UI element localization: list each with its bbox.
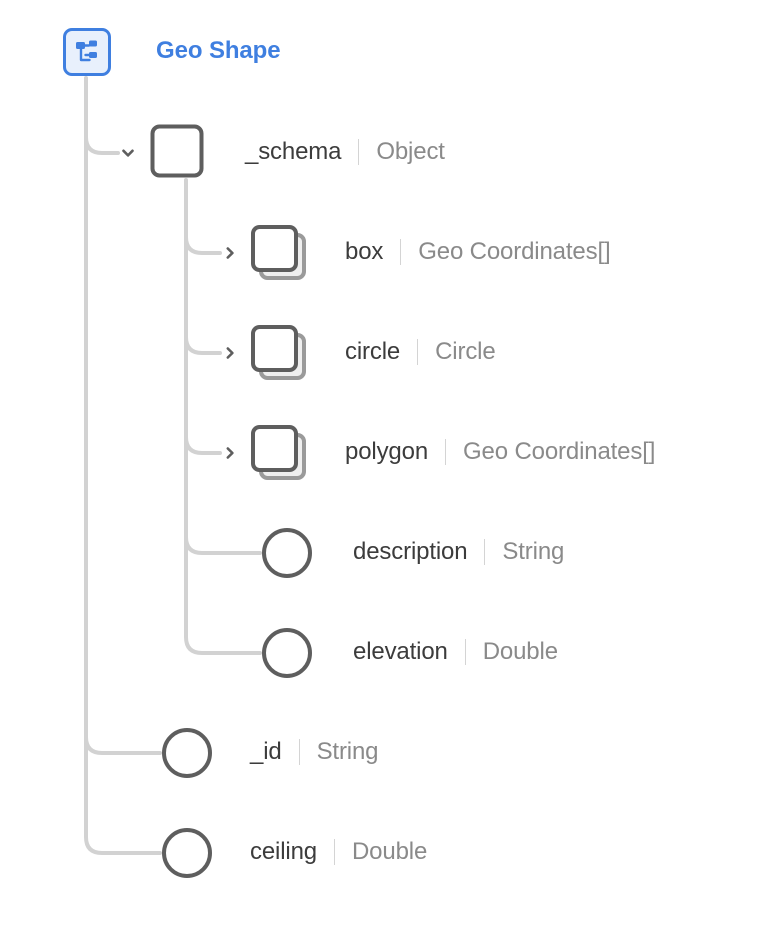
- chevron-down-icon[interactable]: [120, 145, 136, 161]
- node-labels: _id String: [250, 738, 379, 766]
- node-name: circle: [345, 338, 401, 365]
- label-divider: [445, 439, 447, 465]
- label-divider: [484, 539, 486, 565]
- label-divider: [464, 639, 466, 665]
- node-name: polygon: [345, 438, 429, 465]
- tree-node-ceiling[interactable]: ceiling Double: [0, 821, 784, 885]
- tree-node-elevation[interactable]: elevation Double: [0, 621, 784, 685]
- node-labels: circle Circle: [345, 338, 496, 366]
- node-name: description: [353, 538, 468, 565]
- node-type: Geo Coordinates[]: [418, 238, 611, 265]
- node-name: _schema: [245, 138, 342, 165]
- root-badge[interactable]: [63, 28, 111, 76]
- circle-leaf-icon[interactable]: [158, 824, 216, 882]
- circle-leaf-icon[interactable]: [258, 624, 316, 682]
- node-name: ceiling: [250, 838, 317, 865]
- node-name: box: [345, 238, 384, 265]
- node-type: Double: [482, 638, 558, 665]
- chevron-right-icon[interactable]: [222, 345, 238, 361]
- tree-node-polygon[interactable]: polygon Geo Coordinates[]: [0, 421, 784, 485]
- node-type: String: [502, 538, 565, 565]
- node-type: Geo Coordinates[]: [463, 438, 656, 465]
- stacked-squares-icon[interactable]: [250, 224, 308, 282]
- chevron-right-icon[interactable]: [222, 445, 238, 461]
- node-labels: description String: [353, 538, 564, 566]
- node-name: elevation: [353, 638, 448, 665]
- node-labels: ceiling Double: [250, 838, 427, 866]
- node-labels: box Geo Coordinates[]: [345, 238, 611, 266]
- circle-leaf-icon[interactable]: [258, 524, 316, 582]
- chevron-right-icon[interactable]: [222, 245, 238, 261]
- label-divider: [417, 339, 419, 365]
- tree-node-circle[interactable]: circle Circle: [0, 321, 784, 385]
- tree-node-description[interactable]: description String: [0, 521, 784, 585]
- node-type: String: [316, 738, 379, 765]
- object-square-icon[interactable]: [150, 124, 208, 182]
- label-divider: [400, 239, 402, 265]
- node-type: Object: [376, 138, 445, 165]
- schema-tree-icon: [74, 39, 100, 65]
- stacked-squares-icon[interactable]: [250, 324, 308, 382]
- page-title: Geo Shape: [156, 37, 281, 64]
- node-labels: polygon Geo Coordinates[]: [345, 438, 655, 466]
- tree-node-box[interactable]: box Geo Coordinates[]: [0, 221, 784, 285]
- node-type: Circle: [435, 338, 496, 365]
- label-divider: [334, 839, 335, 865]
- tree-node-_schema[interactable]: _schema Object: [0, 121, 784, 185]
- label-divider: [358, 139, 360, 165]
- circle-leaf-icon[interactable]: [158, 724, 216, 782]
- label-divider: [298, 739, 300, 765]
- stacked-squares-icon[interactable]: [250, 424, 308, 482]
- node-name: _id: [250, 738, 282, 765]
- tree-node-_id[interactable]: _id String: [0, 721, 784, 785]
- node-labels: _schema Object: [245, 138, 445, 166]
- node-labels: elevation Double: [353, 638, 558, 666]
- node-type: Double: [352, 838, 428, 865]
